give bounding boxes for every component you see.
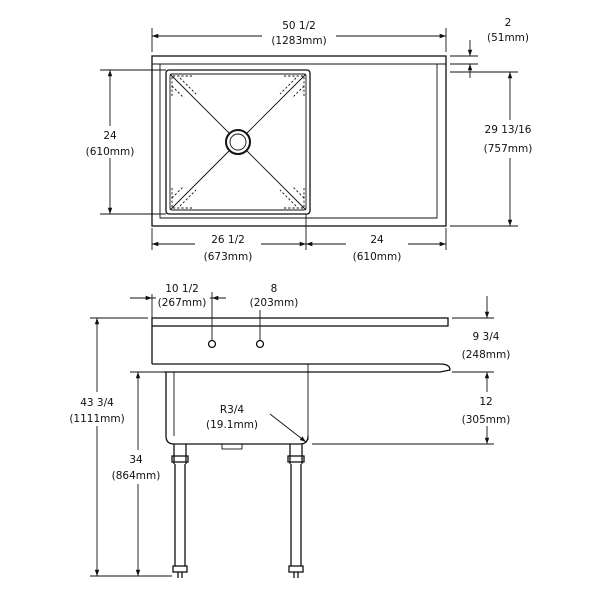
bowl-depth-metric: (610mm) <box>86 146 135 158</box>
backsplash-total-imperial: 9 3/4 <box>473 331 500 343</box>
drain-slope-line <box>245 149 307 211</box>
corner-dashes <box>171 75 305 209</box>
bowl-width-metric: (673mm) <box>204 251 253 263</box>
drain-body <box>221 443 243 450</box>
drainboard-inner-edge <box>159 64 438 219</box>
left-leg <box>171 444 189 578</box>
top-outline <box>151 55 447 227</box>
drain-slope-line <box>169 73 231 135</box>
rim-height-imperial: 34 <box>129 454 143 466</box>
drainboard-front-edge <box>152 363 451 373</box>
faucet-hole <box>255 339 265 349</box>
drain-slope-line <box>169 149 231 211</box>
overall-depth-metric: (757mm) <box>484 143 533 155</box>
overall-width-imperial: 50 1/2 <box>282 20 316 32</box>
bowl-width-imperial: 26 1/2 <box>211 234 245 246</box>
front-view: 10 1/2 (267mm) 8 (203mm) 9 3/4 (248mm) 1… <box>66 282 518 578</box>
backsplash-imperial: 2 <box>505 17 512 29</box>
drain-slope-line <box>245 73 307 135</box>
faucet-spacing-metric: (203mm) <box>250 297 299 309</box>
faucet-hole <box>207 339 217 349</box>
overall-height-metric: (1111mm) <box>69 413 124 425</box>
bowl-outer <box>165 69 311 215</box>
faucet-offset-metric: (267mm) <box>158 297 207 309</box>
backsplash-metric: (51mm) <box>487 32 529 44</box>
overall-width-metric: (1283mm) <box>271 35 326 47</box>
faucet-offset-imperial: 10 1/2 <box>165 283 199 295</box>
bowl-depth-imperial: 24 <box>103 130 117 142</box>
drainboard-width-metric: (610mm) <box>353 251 402 263</box>
bowl-depth-12-metric: (305mm) <box>462 414 511 426</box>
faucet-spacing-imperial: 8 <box>271 283 278 295</box>
backsplash-total-metric: (248mm) <box>462 349 511 361</box>
overall-depth-imperial: 29 13/16 <box>485 124 532 136</box>
drain-inner <box>229 133 247 151</box>
radius-leader <box>269 413 307 443</box>
drainboard-width-imperial: 24 <box>370 234 384 246</box>
radius-imperial: R3/4 <box>220 404 245 416</box>
radius-metric: (19.1mm) <box>206 419 258 431</box>
bowl-inner <box>169 73 307 211</box>
overall-height-imperial: 43 3/4 <box>80 397 114 409</box>
rim-height-metric: (864mm) <box>112 470 161 482</box>
top-view: 50 1/2 (1283mm) 2 (51mm) 29 13/16 (757mm… <box>80 17 542 263</box>
bowl-depth-12-imperial: 12 <box>479 396 492 408</box>
right-leg <box>287 444 305 578</box>
drain-outer <box>225 129 251 155</box>
backsplash-top <box>151 317 449 327</box>
